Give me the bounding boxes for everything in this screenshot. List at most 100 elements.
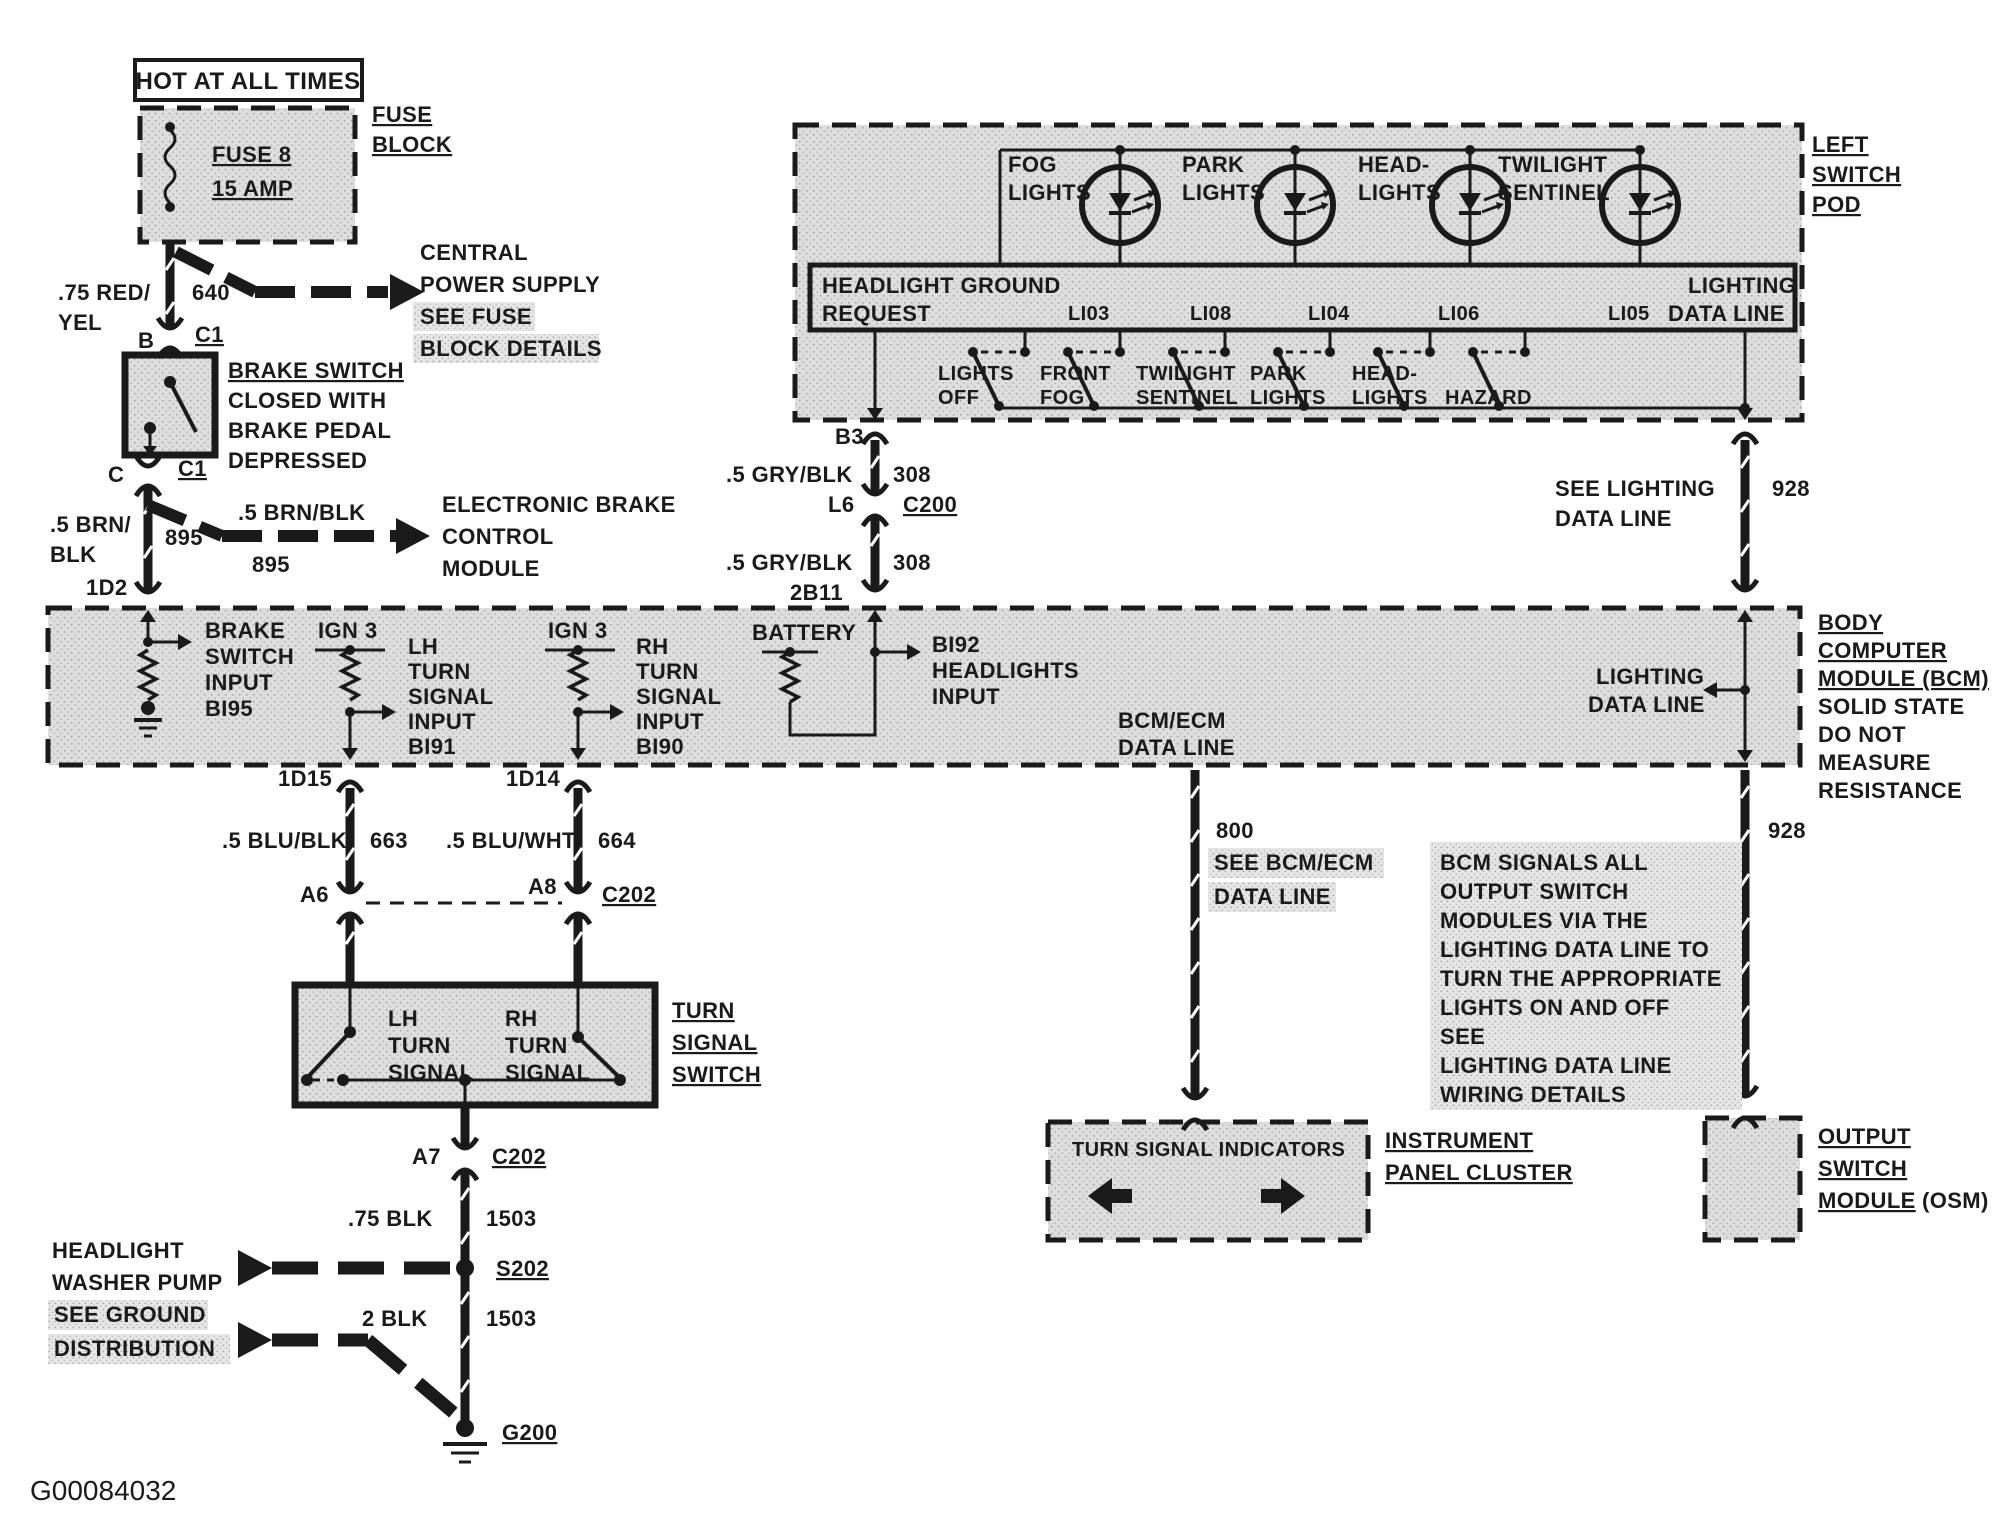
wire-hash-tick <box>459 1379 471 1393</box>
tss-lh-3: SIGNAL <box>388 1060 474 1085</box>
bcm-caption-1: BODY <box>1818 610 1883 635</box>
bcm-ign3-right: IGN 3 <box>548 618 607 643</box>
bcm-dataline-2: DATA LINE <box>1118 735 1235 760</box>
hot-at-all-times-label: HOT AT ALL TIMES <box>135 68 360 95</box>
ebcm-1: ELECTRONIC BRAKE <box>442 492 676 517</box>
see-lighting-2: DATA LINE <box>1555 506 1672 531</box>
see-ground-2: DISTRIBUTION <box>54 1336 215 1361</box>
wire-hash-tick <box>1739 1005 1751 1019</box>
wire-hash-tick <box>344 803 356 817</box>
conn-c200: C200 <box>903 492 957 517</box>
bcm-note-5: TURN THE APPROPRIATE <box>1440 966 1722 991</box>
led-fog-1: FOG <box>1008 152 1057 177</box>
brake-switch-symbol <box>143 376 198 456</box>
wire-hash-tick <box>572 847 584 861</box>
bcm-lh-1: LH <box>408 634 438 659</box>
led-head-1: HEAD- <box>1358 152 1430 177</box>
pin-2b11: 2B11 <box>790 580 843 605</box>
conn-c1-bottom: C1 <box>178 456 207 481</box>
connector-l6-c200 <box>860 482 890 528</box>
pin-l6: L6 <box>828 492 854 517</box>
bcm-lighting-2: DATA LINE <box>1588 692 1705 717</box>
switch-front-fog <box>1063 330 1125 411</box>
wire-hash-tick <box>1739 455 1751 469</box>
brake-caption-2: CLOSED WITH <box>228 388 386 413</box>
wire-640-color-1: .75 RED/ <box>58 280 150 305</box>
conn-c202: C202 <box>602 882 656 907</box>
led-head-2: LIGHTS <box>1358 180 1441 205</box>
bcm-caption-4: SOLID STATE <box>1818 694 1965 719</box>
bcm-rh-turn-circuit <box>545 645 624 760</box>
wire-hash-tick <box>344 931 356 945</box>
pin-1d14: 1D14 <box>506 766 561 791</box>
tss-rh-2: TURN <box>505 1033 568 1058</box>
central-1: CENTRAL <box>420 240 528 265</box>
connector-b3 <box>860 431 890 446</box>
switch-hazard <box>1468 330 1530 411</box>
connector-1d2 <box>133 580 163 595</box>
pin-c: C <box>108 462 124 487</box>
central-3: SEE FUSE <box>420 304 532 329</box>
led-park-2: LIGHTS <box>1182 180 1265 205</box>
wire-308a-color: .5 GRY/BLK <box>726 462 853 487</box>
wire-1503a-circuit: 1503 <box>486 1206 537 1231</box>
washer-1: HEADLIGHT <box>52 1238 184 1263</box>
brake-switch-box <box>121 351 219 459</box>
bcm-note-1: BCM SIGNALS ALL <box>1440 850 1648 875</box>
wire-hash-tick <box>1739 785 1751 799</box>
osm-caption-suffix: (OSM) <box>1922 1188 1989 1213</box>
bcm-rh-5: BI90 <box>636 734 684 759</box>
wire-895h-circuit: 895 <box>252 552 290 577</box>
wire-663-color: .5 BLU/BLK <box>222 828 347 853</box>
bcm-lh-turn-circuit <box>315 645 396 760</box>
ebcm-3: MODULE <box>442 556 540 581</box>
central-2: POWER SUPPLY <box>420 272 600 297</box>
pin-1d2: 1D2 <box>86 575 128 600</box>
wire-hash-tick <box>164 257 176 271</box>
wire-hash-tick <box>1739 961 1751 975</box>
ebcm-arrow <box>396 518 430 554</box>
bcm-caption-2: COMPUTER <box>1818 638 1947 663</box>
wire-hash-tick <box>459 1187 471 1201</box>
bcm-note-4: LIGHTING DATA LINE TO <box>1440 937 1709 962</box>
see-bcmecm-bg <box>1208 848 1384 878</box>
wire-hash-tick <box>1189 961 1201 975</box>
bcm-lh-2: TURN <box>408 659 471 684</box>
bcm-ign3-left: IGN 3 <box>318 618 377 643</box>
sw-label-1b: OFF <box>938 387 979 409</box>
wire-640-color-2: YEL <box>58 310 102 335</box>
wire-hash-tick <box>1189 829 1201 843</box>
right-turn-indicator-icon <box>1261 1178 1305 1214</box>
connector-1d14 <box>563 779 593 794</box>
connector-2b11 <box>860 578 890 593</box>
sw-label-5b: LIGHTS <box>1352 387 1428 409</box>
pin-b: B <box>138 328 154 353</box>
osm-caption-3: MODULE <box>1818 1188 1916 1213</box>
wire-hash-tick <box>1189 1005 1201 1019</box>
wire-664-circuit: 664 <box>598 828 636 853</box>
led-fog-2: LIGHTS <box>1008 180 1091 205</box>
head-lights-led-icon <box>1429 150 1511 265</box>
wire-hash-tick <box>1189 873 1201 887</box>
bcm-brake-input-1: BRAKE <box>205 618 285 643</box>
terminal-li06: LI06 <box>1438 303 1480 325</box>
splice-s202 <box>456 1259 474 1277</box>
wire-hash-tick <box>459 1291 471 1305</box>
connector-ipc <box>1180 1086 1210 1132</box>
sw-label-5a: HEAD- <box>1352 363 1417 385</box>
headlight-washer-branch <box>238 1250 452 1286</box>
switch-twilight-sentinel <box>1168 330 1230 411</box>
sw-label-6a: HAZARD <box>1445 387 1532 409</box>
brake-caption-3: BRAKE PEDAL <box>228 418 391 443</box>
pod-caption-1: LEFT <box>1812 132 1869 157</box>
connector-pod-lighting-out <box>1730 431 1760 446</box>
park-lights-led-icon <box>1254 150 1336 265</box>
sw-label-3b: SENTINEL <box>1136 387 1238 409</box>
block-details-bg <box>413 334 599 363</box>
tss-rh-1: RH <box>505 1006 538 1031</box>
sw-label-2b: FOG <box>1040 387 1085 409</box>
tss-lh-1: LH <box>388 1006 418 1031</box>
tss-caption-3: SWITCH <box>672 1062 761 1087</box>
wire-hash-tick <box>1189 785 1201 799</box>
wire-hash-tick <box>869 455 881 469</box>
